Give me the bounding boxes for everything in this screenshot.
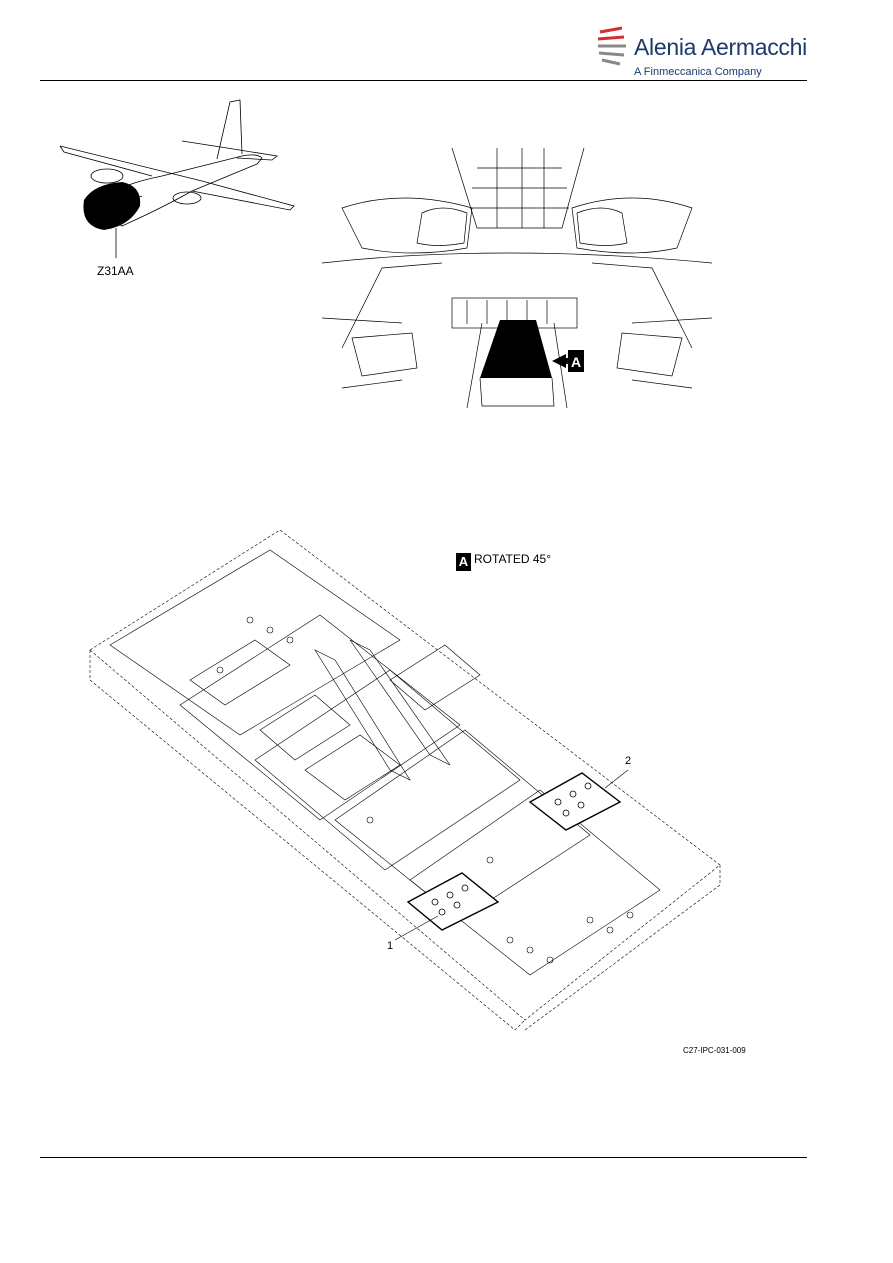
- cockpit-zone-highlight: [83, 182, 141, 230]
- company-logo: Alenia Aermacchi A Finmeccanica Company: [596, 26, 807, 82]
- brand-name: Alenia Aermacchi: [634, 34, 807, 60]
- item-2-plate: [528, 772, 622, 831]
- zone-label: Z31AA: [97, 264, 134, 278]
- view-badge-icon: A: [456, 553, 471, 571]
- logo-mark-icon: [597, 26, 626, 66]
- cockpit-interior-illustration: A: [321, 147, 713, 409]
- header-rule: [40, 80, 807, 81]
- cockpit-view-badge: A: [571, 354, 581, 370]
- pedestal-highlight: [480, 320, 552, 378]
- item-2-callout: 2: [625, 755, 632, 767]
- view-arrow-icon: [552, 354, 574, 368]
- aircraft-locator-illustration: [59, 99, 295, 258]
- view-title: ROTATED 45°: [474, 552, 552, 566]
- figure-code: C27-IPC-031-009: [683, 1046, 746, 1055]
- item-1-callout: 1: [387, 940, 394, 952]
- brand-subtitle: A Finmeccanica Company: [634, 66, 762, 78]
- item-1-plate: [406, 872, 500, 931]
- pedestal-detail-illustration: [89, 529, 721, 1031]
- footer-rule: [40, 1157, 807, 1158]
